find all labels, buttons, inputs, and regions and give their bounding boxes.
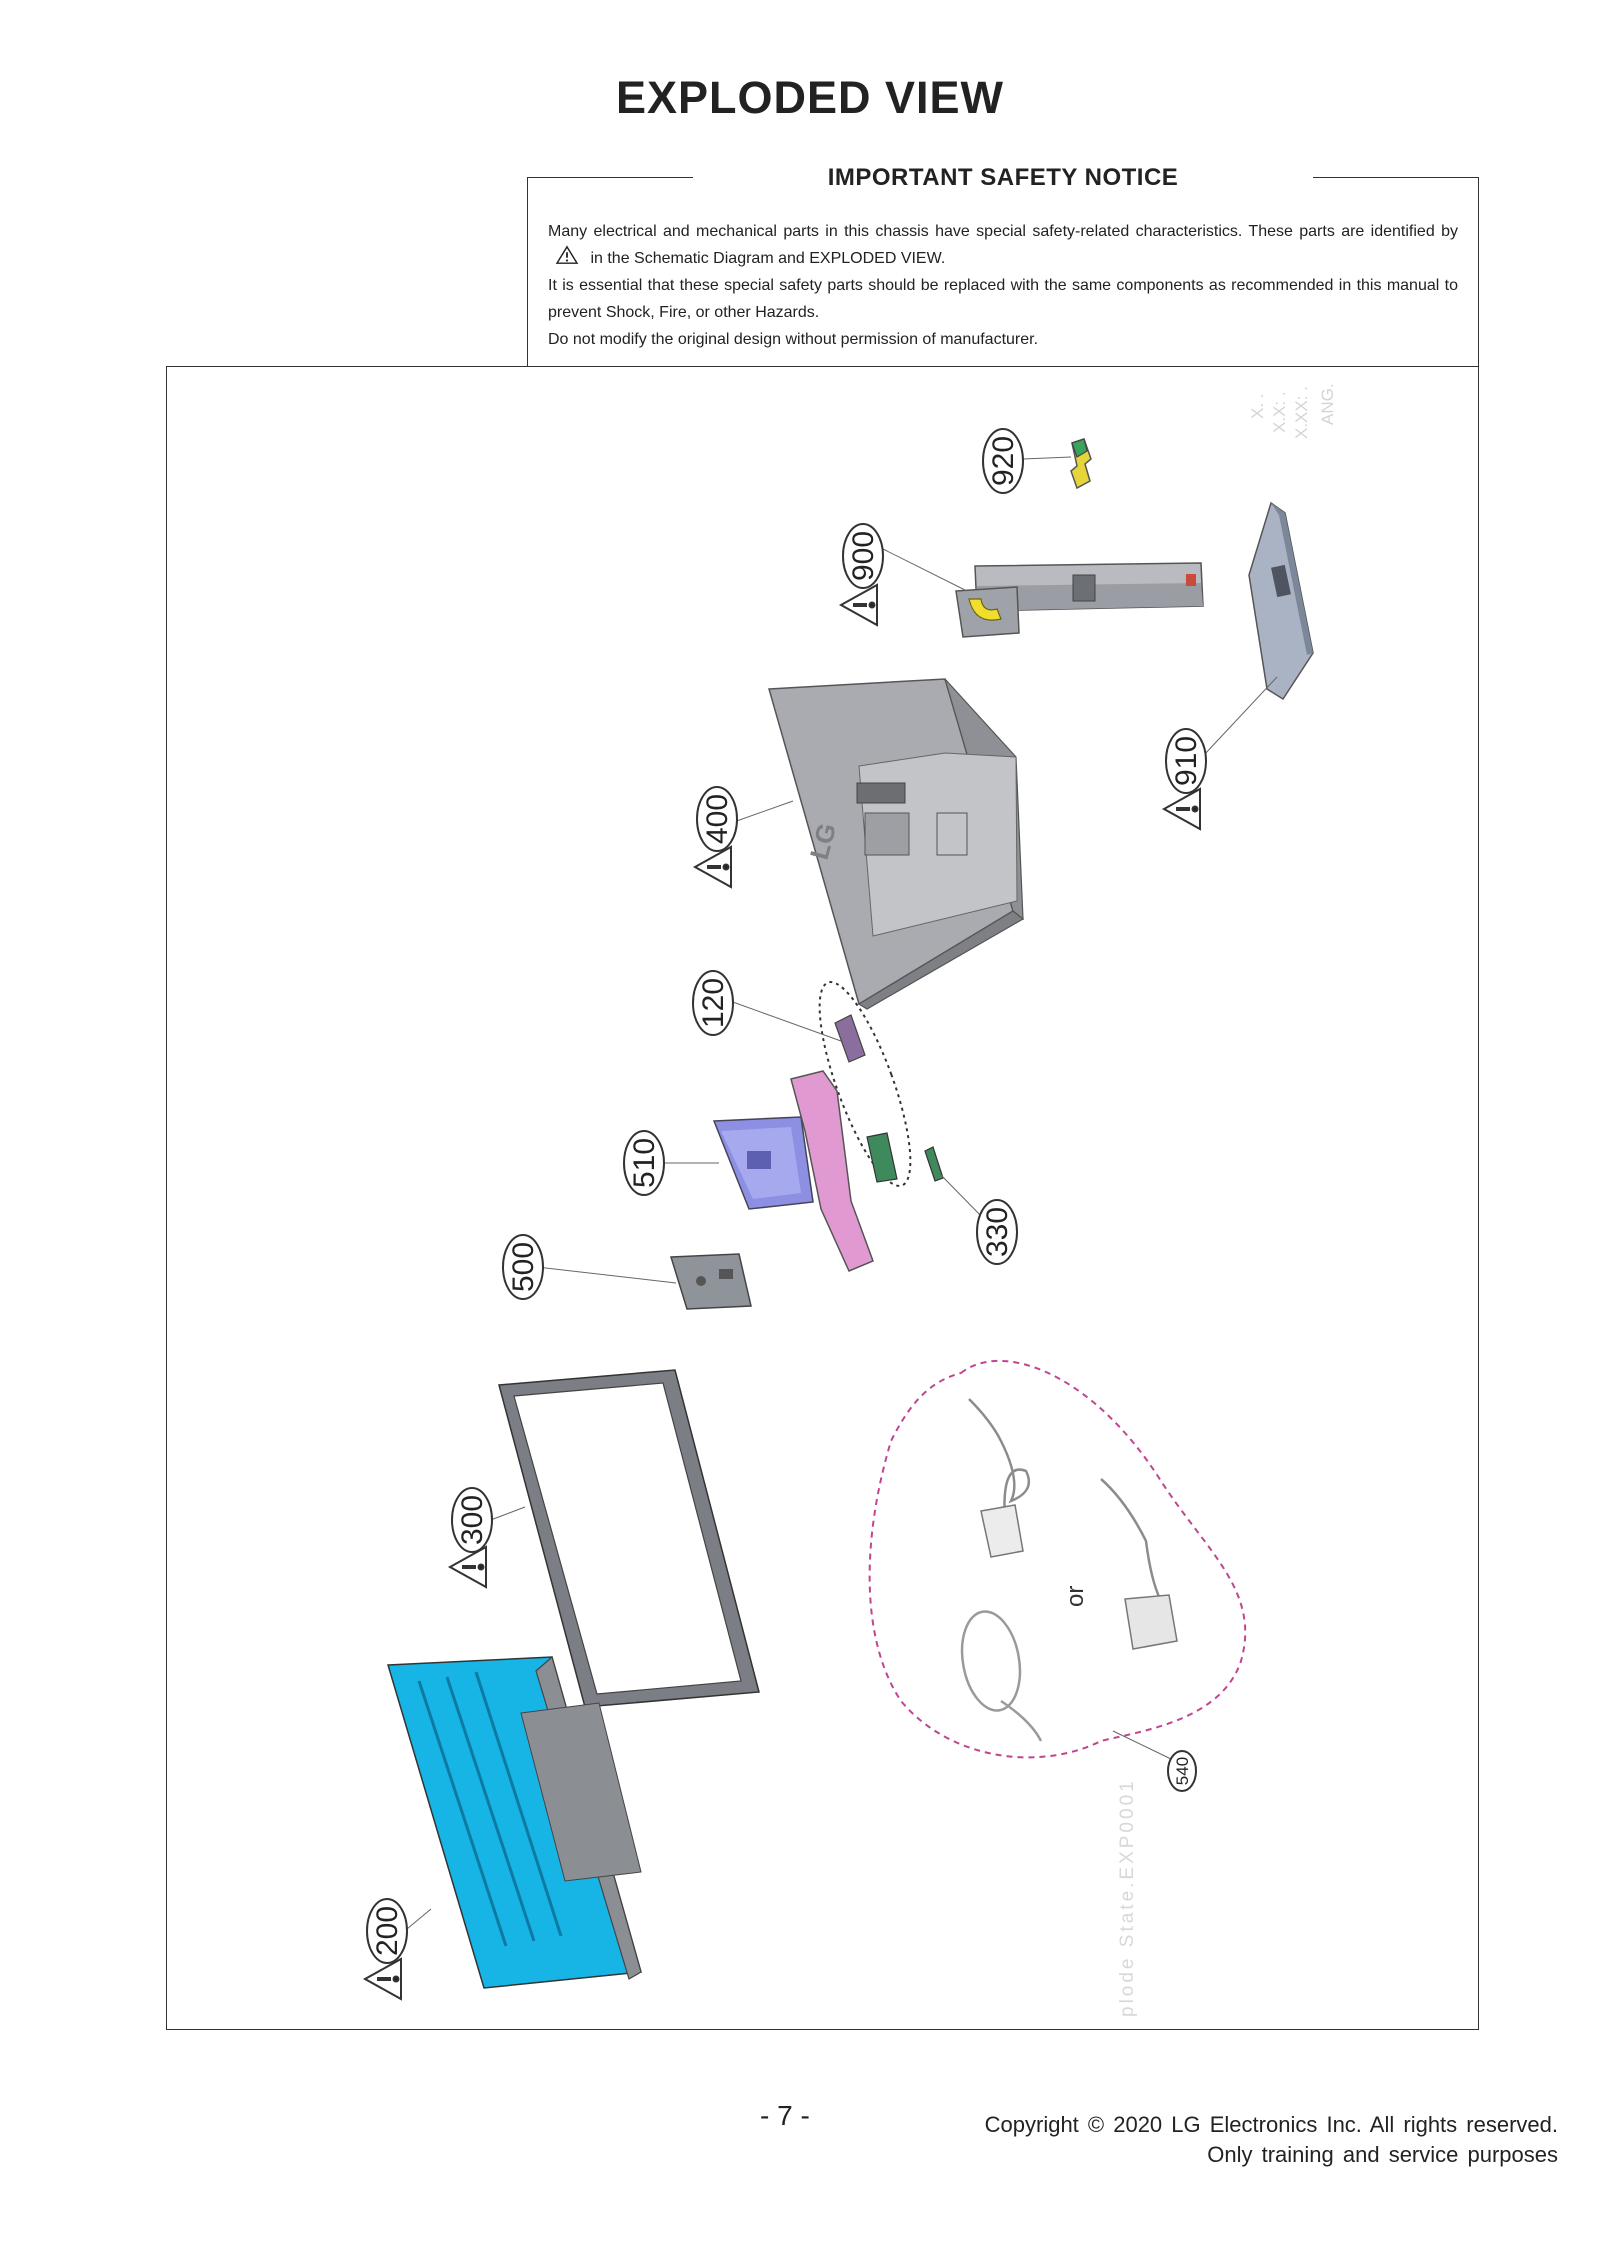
green-board: [866, 1132, 898, 1183]
warning-triangle-icon: [447, 1545, 487, 1589]
safety-warning-icons: [362, 583, 1201, 2001]
part-900-stand-neck: [955, 562, 1204, 638]
or-label: or: [1062, 1586, 1089, 1607]
callout-300: 300: [456, 1495, 489, 1545]
callout-bubbles: [366, 428, 1207, 1964]
safety-notice-box: IMPORTANT SAFETY NOTICE Many electrical …: [527, 164, 1479, 367]
warning-triangle-icon: [1161, 787, 1201, 831]
part-120-group-outline: [818, 981, 912, 1187]
callout-400: 400: [701, 794, 734, 844]
part-510-main-board: [712, 1116, 814, 1210]
usage-line: Only training and service purposes: [1207, 2142, 1558, 2167]
wall-adapter: [1100, 1478, 1178, 1650]
callout-920: 920: [987, 436, 1020, 486]
callout-330: 330: [981, 1207, 1014, 1257]
safety-notice-line1a: Many electrical and mechanical parts in …: [548, 223, 1458, 240]
safety-notice-line2: It is essential that these special safet…: [548, 277, 1458, 321]
part-920-bracket: [1070, 438, 1092, 490]
warning-triangle-icon: [362, 1957, 402, 2001]
part-300-middle-frame: [498, 1369, 760, 1708]
part-500-power-board: [669, 1253, 752, 1310]
callout-900: 900: [847, 531, 880, 581]
leader-lines: [406, 456, 1278, 1930]
power-cord-with-adapter-box: [968, 1398, 1031, 1558]
part-120-small-board: [834, 1014, 866, 1063]
pink-bracket: [790, 1070, 874, 1272]
faint-state-label: plode State.EXP0001: [1117, 1778, 1138, 2017]
callout-120: 120: [697, 978, 730, 1028]
faint-dimension-notes: X. . X.X: . X.XX: . ANG.: [1248, 383, 1337, 439]
safety-notice-line1b: in the Schematic Diagram and EXPLODED VI…: [590, 250, 946, 267]
copyright-line: Copyright © 2020 LG Electronics Inc. All…: [984, 2112, 1558, 2137]
part-330-small-board: [924, 1146, 944, 1182]
warning-triangle-icon: [555, 245, 579, 264]
part-910-stand-base: [1248, 501, 1314, 701]
faint-dims-3: X.XX: .: [1292, 386, 1311, 439]
exploded-view-diagram: X. . X.X: . X.XX: . ANG. plode State.EXP…: [166, 366, 1479, 2030]
warning-triangle-icon: [692, 845, 732, 889]
callout-540: 540: [1173, 1757, 1192, 1785]
page-number: - 7 -: [760, 2100, 810, 2131]
faint-dims-1: X. .: [1248, 393, 1267, 419]
page-title: EXPLODED VIEW: [615, 72, 1005, 123]
copyright-footer: Copyright © 2020 LG Electronics Inc. All…: [985, 2110, 1558, 2170]
faint-dims-2: X.X: .: [1270, 391, 1289, 433]
callout-500: 500: [507, 1242, 540, 1292]
part-200-panel-module: [387, 1655, 642, 1989]
part-400-back-cover: LG: [768, 678, 1025, 1010]
faint-dims-4: ANG.: [1318, 383, 1337, 425]
safety-notice-body: Many electrical and mechanical parts in …: [548, 218, 1458, 353]
callout-200: 200: [371, 1906, 404, 1956]
callout-numbers: 920 900 910 400 120 510 330 500 300 200 …: [371, 436, 1203, 1956]
safety-notice-title: IMPORTANT SAFETY NOTICE: [693, 164, 1313, 192]
callout-910: 910: [1170, 736, 1203, 786]
safety-notice-line3: Do not modify the original design withou…: [548, 331, 1039, 348]
callout-510: 510: [628, 1138, 661, 1188]
warning-triangle-icon: [838, 583, 878, 627]
ac-cord-coil: [960, 1610, 1043, 1742]
part-540-accessories-outline: [868, 1359, 1247, 1759]
